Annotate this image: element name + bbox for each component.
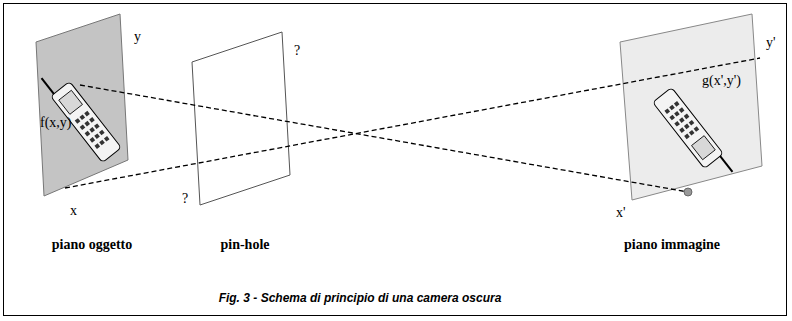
axis-label: x' — [616, 206, 626, 220]
axis-label: ? — [294, 44, 300, 58]
axis-label: x — [70, 204, 77, 218]
ray-line — [80, 85, 688, 192]
plane-title: pin-hole — [220, 238, 269, 252]
figure-caption: Fig. 3 - Schema di principio di una came… — [219, 292, 502, 304]
axis-label: y — [134, 30, 141, 44]
ray-line — [65, 58, 760, 188]
image-point — [684, 188, 692, 196]
plane-title: piano immagine — [624, 238, 720, 252]
object-plane — [36, 14, 128, 196]
figure-frame — [4, 4, 787, 316]
object-phone — [38, 66, 121, 163]
image-plane — [620, 14, 762, 200]
axis-label: g(x',y') — [702, 74, 741, 88]
axis-label: y' — [766, 36, 776, 50]
axis-label: f(x,y) — [40, 116, 72, 130]
axis-label: ? — [182, 192, 188, 206]
plane-title: piano oggetto — [52, 238, 133, 252]
pinhole-plane — [192, 32, 290, 205]
image-phone — [653, 88, 736, 185]
